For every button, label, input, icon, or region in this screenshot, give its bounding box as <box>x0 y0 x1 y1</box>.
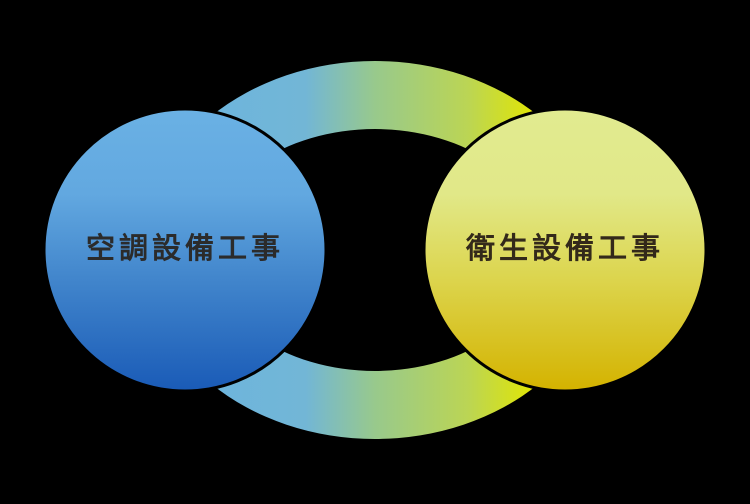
node-right-circle <box>422 107 708 393</box>
node-right-label: 衛生設備工事 <box>465 231 664 265</box>
node-left-label: 空調設備工事 <box>85 231 284 265</box>
node-left-circle <box>42 107 328 393</box>
